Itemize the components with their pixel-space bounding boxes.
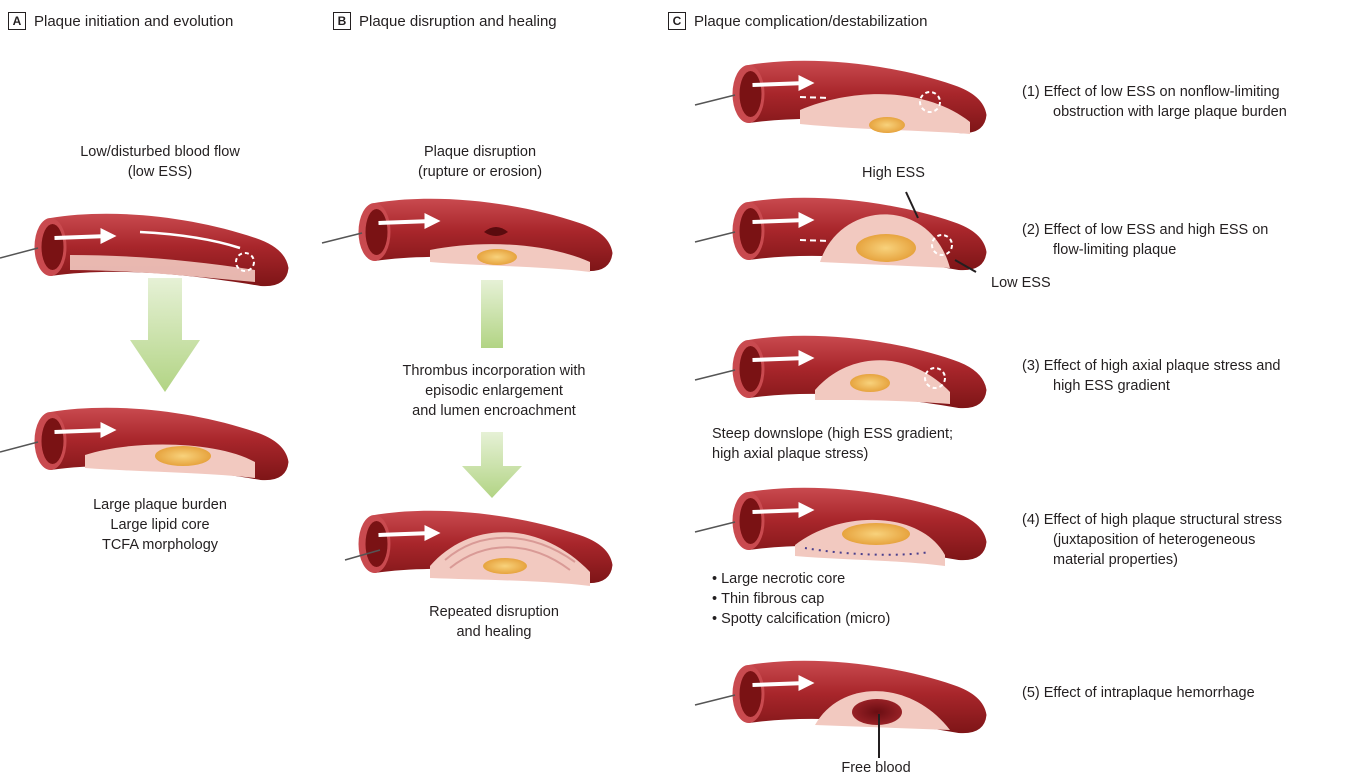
list-item: Large necrotic core — [712, 569, 890, 589]
steep-downslope-line1: Steep downslope (high ESS gradient; — [712, 424, 953, 444]
panel-c-item-5-line1: (5) Effect of intraplaque hemorrhage — [1022, 683, 1255, 703]
panel-c-vessel-5 — [733, 661, 987, 758]
panel-c-item-3-line1: (3) Effect of high axial plaque stress a… — [1022, 356, 1280, 376]
panel-c-guidewire-1 — [695, 95, 735, 105]
panel-b-middle-label-line2: episodic enlargement — [403, 381, 586, 401]
low-ess-label: Low ESS — [991, 273, 1051, 293]
list-item: Thin fibrous cap — [712, 589, 890, 609]
panel-a-bottom-label: Large plaque burden Large lipid core TCF… — [93, 495, 227, 555]
panel-a-bottom-label-line2: Large lipid core — [93, 515, 227, 535]
panel-a-guidewire-top — [0, 248, 38, 258]
panel-a-top-label-line1: Low/disturbed blood flow — [80, 142, 240, 162]
steep-downslope-line2: high axial plaque stress) — [712, 444, 953, 464]
panel-c-item-1: (1) Effect of low ESS on nonflow-limitin… — [1022, 82, 1287, 122]
panel-c-item-2: (2) Effect of low ESS and high ESS on fl… — [1022, 220, 1268, 260]
panel-b-green-stem — [481, 280, 503, 348]
panel-c-item-5: (5) Effect of intraplaque hemorrhage — [1022, 683, 1255, 703]
list-item: Spotty calcification (micro) — [712, 609, 890, 629]
panel-c-guidewire-2 — [695, 232, 735, 242]
free-blood-label: Free blood — [841, 758, 910, 778]
panel-c-item-1-line2: obstruction with large plaque burden — [1022, 102, 1287, 122]
panel-c-item-4-line2: (juxtaposition of heterogeneous — [1022, 530, 1282, 550]
panel-b-bottom-label-line2: and healing — [429, 622, 559, 642]
panel-a-vessel-bottom — [35, 408, 289, 480]
plaque-features-list: Large necrotic core Thin fibrous cap Spo… — [712, 569, 890, 629]
panel-c-item-2-line1: (2) Effect of low ESS and high ESS on — [1022, 220, 1268, 240]
panel-b-vessel-top — [359, 199, 613, 272]
panel-c-item-3: (3) Effect of high axial plaque stress a… — [1022, 356, 1280, 396]
panel-c-item-4-line1: (4) Effect of high plaque structural str… — [1022, 510, 1282, 530]
panel-a-guidewire-bottom — [0, 442, 38, 452]
panel-a-top-label: Low/disturbed blood flow (low ESS) — [80, 142, 240, 182]
panel-b-top-label-line2: (rupture or erosion) — [418, 162, 542, 182]
panel-c-vessel-4 — [733, 488, 987, 566]
panel-c-item-4: (4) Effect of high plaque structural str… — [1022, 510, 1282, 570]
panel-c-item-3-line2: high ESS gradient — [1022, 376, 1280, 396]
panel-b-top-label: Plaque disruption (rupture or erosion) — [418, 142, 542, 182]
panel-c-guidewire-4 — [695, 522, 735, 532]
panel-a-top-label-line2: (low ESS) — [80, 162, 240, 182]
panel-b-top-label-line1: Plaque disruption — [418, 142, 542, 162]
panel-c-guidewire-5 — [695, 695, 735, 705]
panel-c-item-1-line1: (1) Effect of low ESS on nonflow-limitin… — [1022, 82, 1287, 102]
panel-b-down-arrow — [462, 432, 522, 498]
panel-a-vessel-top — [35, 214, 289, 286]
panel-a-bottom-label-line1: Large plaque burden — [93, 495, 227, 515]
panel-b-middle-label-line3: and lumen encroachment — [403, 401, 586, 421]
panel-b-guidewire-top — [322, 233, 362, 243]
panel-b-vessel-bottom — [359, 511, 613, 586]
panel-b-bottom-label: Repeated disruption and healing — [429, 602, 559, 642]
panel-c-vessel-1 — [733, 61, 987, 134]
high-ess-label: High ESS — [862, 163, 925, 183]
panel-c-item-4-line3: material properties) — [1022, 550, 1282, 570]
panel-c-vessel-2 — [733, 192, 987, 272]
steep-downslope-label: Steep downslope (high ESS gradient; high… — [712, 424, 953, 464]
panel-c-guidewire-3 — [695, 370, 735, 380]
panel-a-down-arrow — [130, 278, 200, 392]
panel-b-middle-label: Thrombus incorporation with episodic enl… — [403, 361, 586, 421]
panel-b-bottom-label-line1: Repeated disruption — [429, 602, 559, 622]
panel-a-bottom-label-line3: TCFA morphology — [93, 535, 227, 555]
panel-c-item-2-line2: flow-limiting plaque — [1022, 240, 1268, 260]
panel-c-vessel-3 — [733, 336, 987, 408]
panel-b-middle-label-line1: Thrombus incorporation with — [403, 361, 586, 381]
